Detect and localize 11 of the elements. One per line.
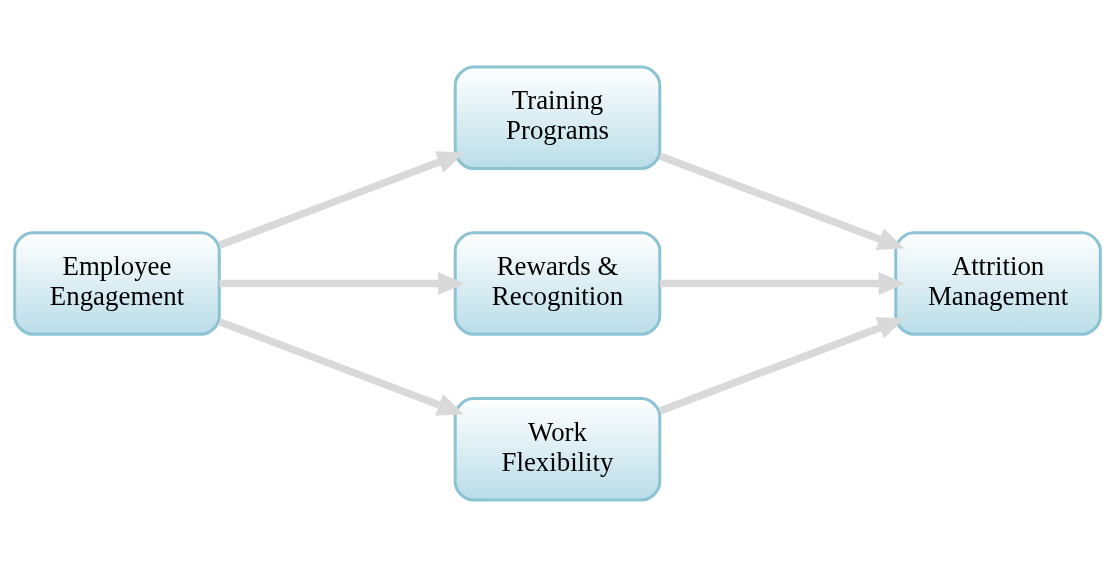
arrow — [219, 271, 465, 295]
node-box: Rewards & Recognition — [453, 230, 662, 336]
node-box: Attrition Management — [894, 230, 1102, 336]
node-box: Training Programs — [453, 64, 662, 170]
node-box: Work Flexibility — [453, 396, 662, 502]
arrow — [218, 150, 464, 249]
arrow — [218, 317, 464, 416]
arrow — [658, 152, 905, 250]
arrow — [658, 316, 905, 414]
arrow — [659, 271, 906, 295]
node-box: Employee Engagement — [13, 230, 221, 336]
